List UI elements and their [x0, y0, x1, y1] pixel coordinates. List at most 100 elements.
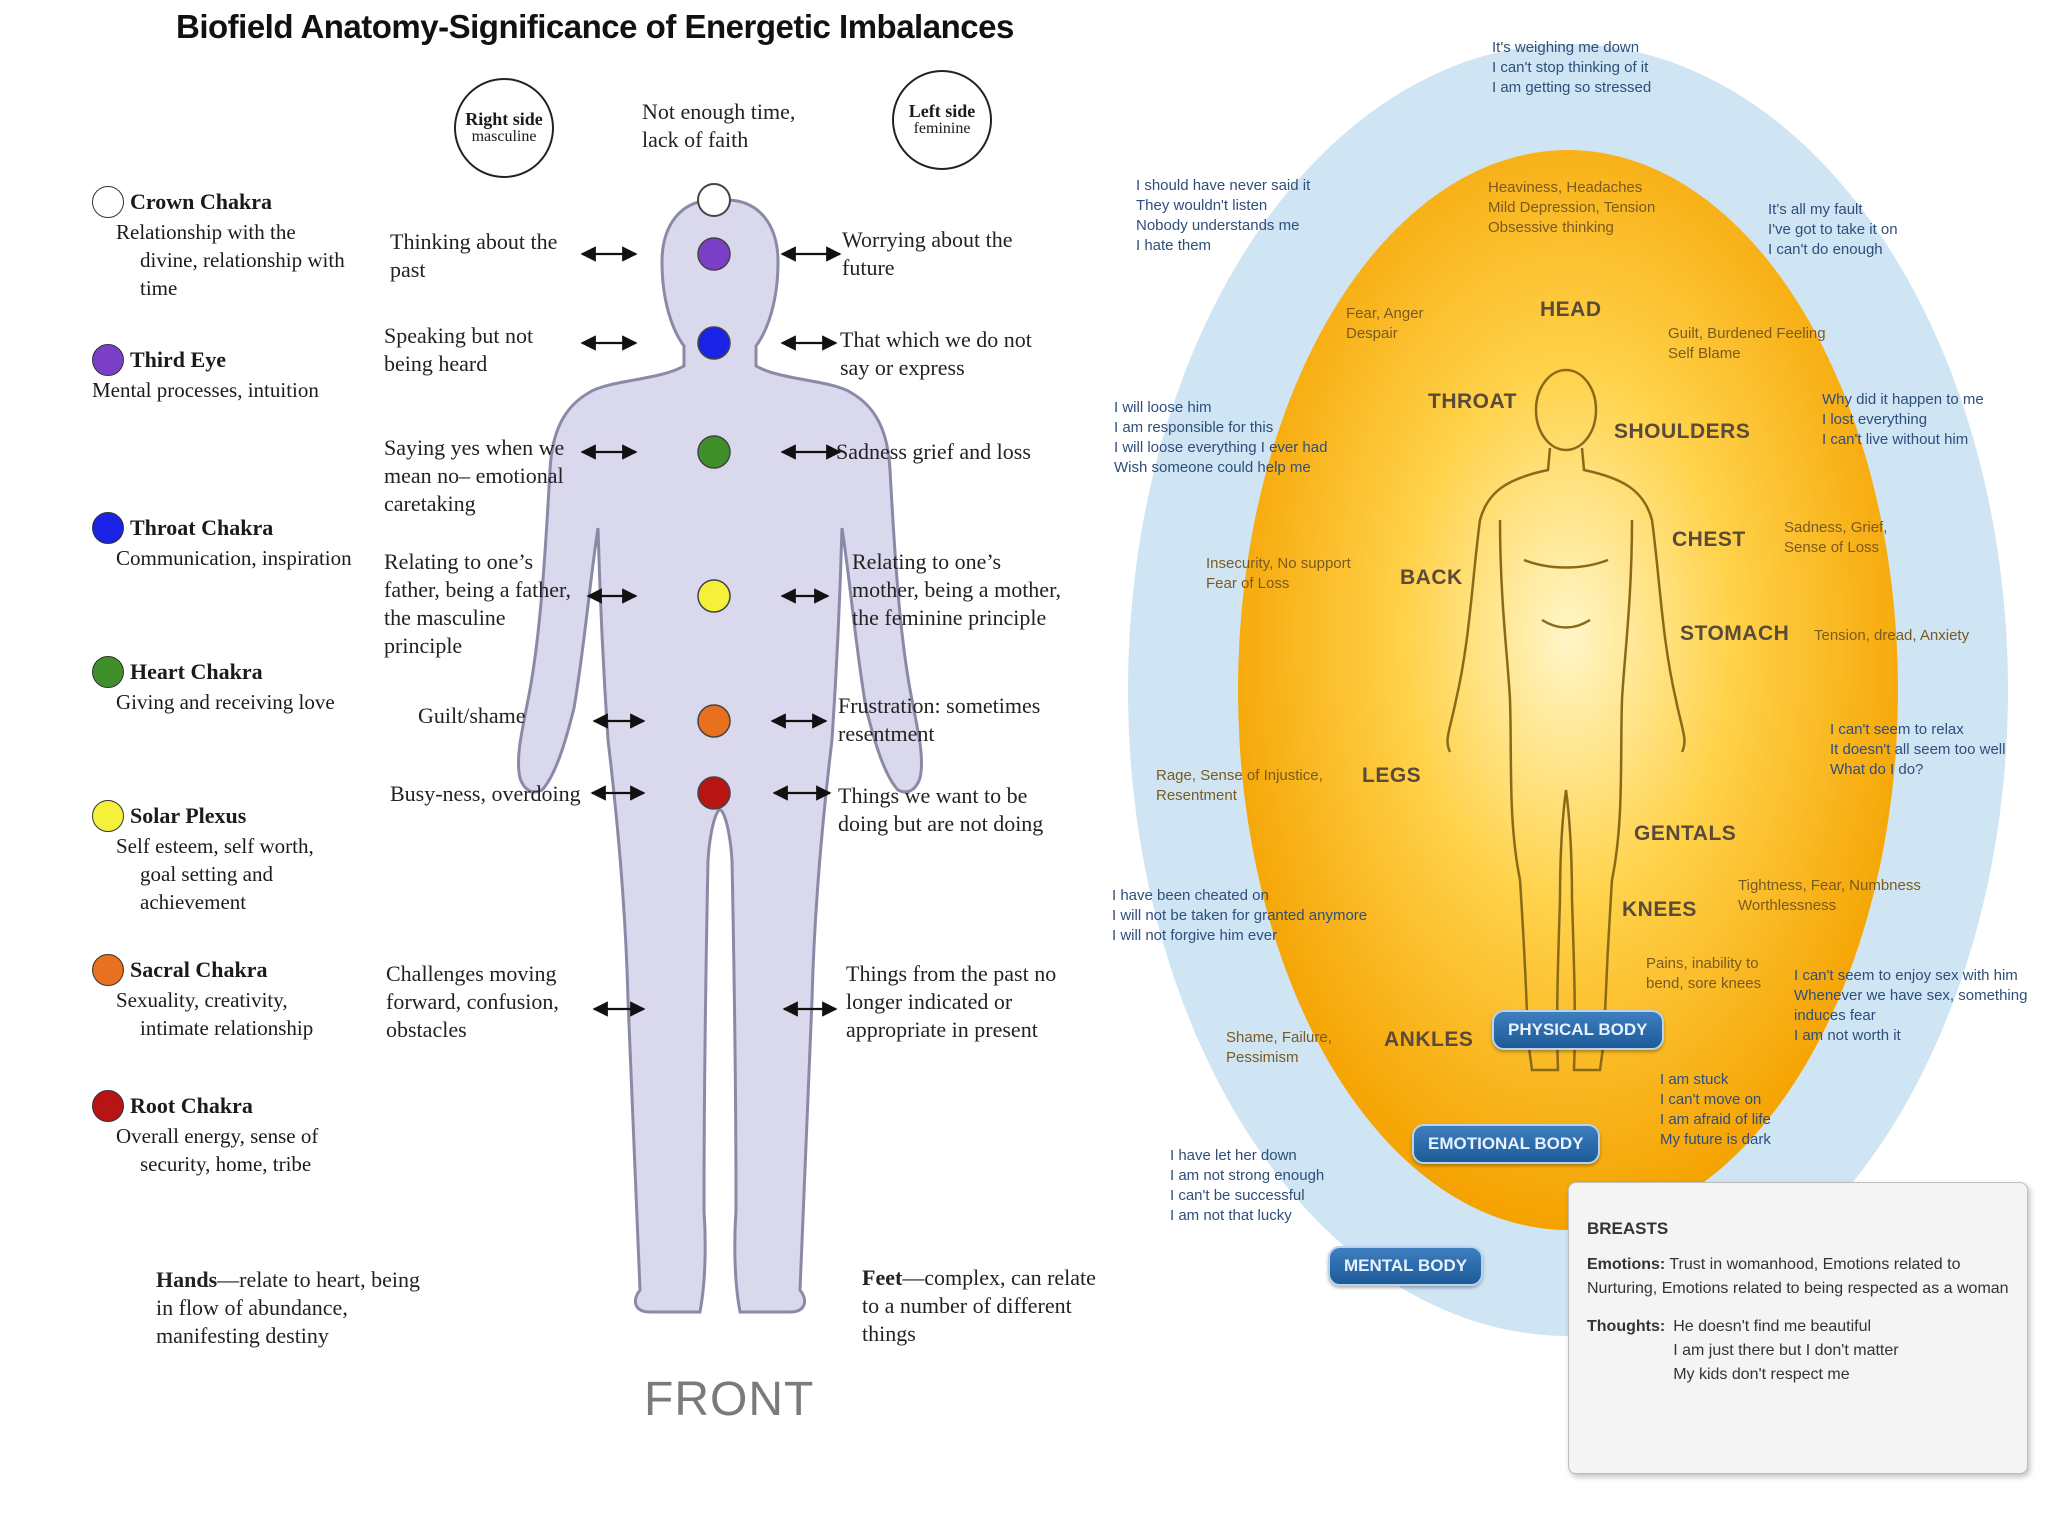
emotions-label: Emotions:: [1587, 1256, 1666, 1273]
root-desc: Overall energy, sense of security, home,…: [116, 1124, 319, 1176]
annotation-left-5: Frustration: sometimes resentment: [838, 693, 1041, 746]
thought: I will not forgive him ever: [1112, 927, 1278, 944]
emotion-fear: Fear, Anger Despair: [1346, 304, 1424, 344]
annotation-left-7: Things from the past no longer indicated…: [846, 961, 1057, 1042]
label-stomach: STOMACH: [1680, 622, 1790, 645]
thoughts-relax: I can't seem to relax It doesn't all see…: [1830, 720, 2005, 780]
emotion-line: Heaviness, Headaches: [1488, 179, 1643, 196]
solar-plexus-legend-dot: [92, 800, 124, 832]
sacral-legend-dot: [92, 954, 124, 986]
legend-root: Root Chakra Overall energy, sense of sec…: [92, 1090, 352, 1178]
top-note-line-2: lack of faith: [642, 127, 749, 152]
thought: I am not that lucky: [1170, 1207, 1292, 1224]
legend-third-eye: Third Eye Mental processes, intuition: [92, 344, 352, 404]
label-shoulders: SHOULDERS: [1614, 420, 1751, 443]
thought: I am not worth it: [1794, 1027, 1901, 1044]
emotion-line: Self Blame: [1668, 345, 1741, 362]
hands-bold: Hands: [156, 1267, 218, 1292]
thought: Why did it happen to me: [1822, 391, 1984, 408]
feet-bold: Feet: [862, 1265, 903, 1290]
thought: Wish someone could help me: [1114, 459, 1311, 476]
emotion-insecurity: Insecurity, No support Fear of Loss: [1206, 554, 1351, 594]
annotation-left-6: Things we want to be doing but are not d…: [838, 783, 1044, 836]
solar-plexus-dot: [697, 579, 731, 613]
throat-name: Throat Chakra: [130, 515, 274, 540]
physical-body-aura: [1238, 150, 1898, 1230]
left-side-sub: feminine: [913, 120, 971, 138]
thought: I should have never said it: [1136, 177, 1311, 194]
annotation-right-1: Thinking about the past: [390, 229, 558, 282]
thought: I will not be taken for granted anymore: [1112, 907, 1368, 924]
emotion-line: Tension, dread, Anxiety: [1814, 627, 1970, 644]
throat-dot: [697, 326, 731, 360]
thoughts-mid-left: I will loose him I am responsible for th…: [1114, 398, 1327, 478]
emotion-line: Guilt, Burdened Feeling: [1668, 325, 1826, 342]
emotion-shame: Shame, Failure, Pessimism: [1226, 1028, 1332, 1068]
heart-name: Heart Chakra: [130, 659, 263, 684]
emotion-line: Rage, Sense of Injustice,: [1156, 767, 1323, 784]
thoughts-label: Thoughts:: [1587, 1318, 1666, 1335]
annotation-right-4: Relating to one’s father, being a father…: [384, 549, 571, 658]
body-outline: [516, 198, 924, 1314]
page-title: Biofield Anatomy-Significance of Energet…: [176, 8, 1014, 45]
breasts-emotions: Emotions: Trust in womanhood, Emotions r…: [1587, 1253, 2013, 1301]
thought: It's weighing me down: [1492, 39, 1640, 56]
breasts-info-box: BREASTS Emotions: Trust in womanhood, Em…: [1568, 1182, 2028, 1474]
emotion-head: Heaviness, Headaches Mild Depression, Te…: [1488, 178, 1655, 238]
thought: I lost everything: [1822, 411, 1928, 428]
annotation-right-3: Saying yes when we mean no– emotional ca…: [384, 435, 565, 516]
emotion-line: Pessimism: [1226, 1049, 1299, 1066]
thought: I will loose him: [1114, 399, 1212, 416]
annotation-right-7: Challenges moving forward, confusion, ob…: [386, 961, 559, 1042]
thought: I can't live without him: [1822, 431, 1969, 448]
crown-legend-dot: [92, 186, 124, 218]
thought: I am stuck: [1660, 1071, 1729, 1088]
thoughts-enjoy: I can't seem to enjoy sex with him Whene…: [1794, 966, 2027, 1046]
top-note: Not enough time, lack of faith: [642, 98, 842, 154]
emotion-line: Obsessive thinking: [1488, 219, 1614, 236]
thoughts-upper-right: It's all my fault I've got to take it on…: [1768, 200, 1898, 260]
thoughts-cheated: I have been cheated on I will not be tak…: [1112, 886, 1367, 946]
thought: I am responsible for this: [1114, 419, 1274, 436]
legend-solar-plexus: Solar Plexus Self esteem, self worth, go…: [92, 800, 352, 916]
thought: Whenever we have sex, something: [1794, 987, 2028, 1004]
emotion-line: Worthlessness: [1738, 897, 1837, 914]
emotion-line: Fear, Anger: [1346, 305, 1424, 322]
thought: I can't stop thinking of it: [1492, 59, 1649, 76]
sacral-name: Sacral Chakra: [130, 957, 268, 982]
thought: What do I do?: [1830, 761, 1924, 778]
thought: It doesn't all seem too well: [1830, 741, 2006, 758]
root-dot: [697, 776, 731, 810]
right-side-sub: masculine: [471, 128, 537, 146]
thought: I can't seem to enjoy sex with him: [1794, 967, 2018, 984]
sacral-dot: [697, 704, 731, 738]
right-side-label: Right side: [465, 109, 543, 130]
emotion-line: Insecurity, No support: [1206, 555, 1351, 572]
throat-legend-dot: [92, 512, 124, 544]
energy-body-diagram: [1128, 44, 2008, 1336]
thoughts-mid-right: Why did it happen to me I lost everythin…: [1822, 390, 1984, 450]
thoughts-stuck: I am stuck I can't move on I am afraid o…: [1660, 1070, 1771, 1150]
hands-text: —relate to heart, being in flow of abund…: [156, 1267, 420, 1348]
thoughts-upper-left: I should have never said it They wouldn'…: [1136, 176, 1310, 256]
emotion-sadness: Sadness, Grief, Sense of Loss: [1784, 518, 1887, 558]
throat-desc: Communication, inspiration: [116, 546, 352, 570]
third-eye-dot: [697, 237, 731, 271]
front-label: FRONT: [644, 1373, 815, 1426]
label-chest: CHEST: [1672, 528, 1746, 551]
thought: It's all my fault: [1768, 201, 1863, 218]
left-side-label: Left side: [908, 101, 976, 122]
thought: I can't move on: [1660, 1091, 1762, 1108]
root-name: Root Chakra: [130, 1093, 253, 1118]
emotion-line: Sadness, Grief,: [1784, 519, 1888, 536]
emotion-rage: Rage, Sense of Injustice, Resentment: [1156, 766, 1323, 806]
thought: I will loose everything I ever had: [1114, 439, 1328, 456]
human-figure: [1446, 368, 1686, 1072]
label-knees: KNEES: [1622, 898, 1697, 921]
annotation-right-2: Speaking but not being heard: [384, 323, 534, 376]
third-eye-legend-dot: [92, 344, 124, 376]
emotional-body-badge: EMOTIONAL BODY: [1412, 1124, 1600, 1164]
left-side-circle: Left side feminine: [892, 70, 992, 170]
annotation-left-4: Relating to one’s mother, being a mother…: [852, 549, 1062, 630]
label-back: BACK: [1400, 566, 1463, 589]
